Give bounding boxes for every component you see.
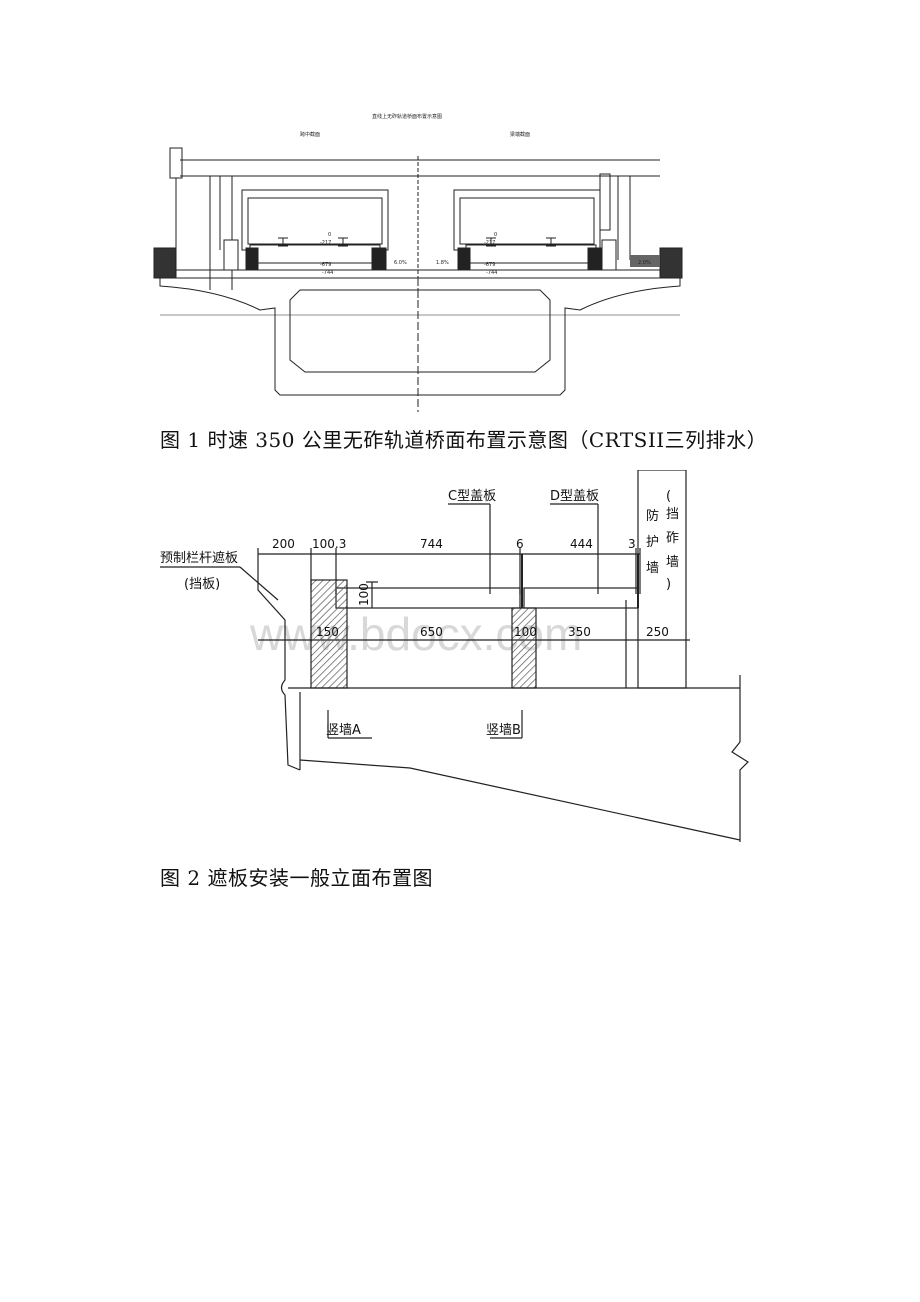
figure1-right-label: 梁端截面 (510, 131, 530, 138)
dim-350: 350 (568, 625, 591, 639)
level-679-right: -679 (484, 262, 495, 268)
guard-wall-char-7: 墙 (646, 561, 659, 576)
precast-panel-sublabel: (挡板) (184, 577, 220, 592)
dim-744: 744 (420, 537, 443, 551)
level-0-right: 0 (494, 232, 497, 238)
level-744-left: -744 (322, 270, 333, 276)
dim-150: 150 (316, 625, 339, 639)
dim-650: 650 (420, 625, 443, 639)
guard-wall-char-4: 砟 (666, 531, 679, 546)
c-plate-label: C型盖板 (448, 489, 496, 504)
guard-wall-char-2: 挡 (666, 507, 679, 522)
dim-6: 6 (516, 537, 524, 551)
guard-wall-char-3: 防 (646, 508, 659, 524)
guard-wall-char-5: 护 (646, 535, 659, 550)
guard-wall-char-6: 墙 (666, 555, 679, 570)
wall-b-label: 竖墙B (486, 723, 521, 738)
guard-wall-char-8: ) (666, 577, 671, 592)
cover-plate-elevation-figure: www.bdocx.com (160, 470, 749, 842)
slope-mid: 1.8% (436, 260, 449, 266)
figure1-caption: 图 1 时速 350 公里无砟轨道桥面布置示意图（CRTSII三列排水） (160, 428, 768, 452)
slope-left: 6.0% (394, 260, 407, 266)
dim-3: 3 (628, 537, 636, 551)
level-679-left: -679 (320, 262, 331, 268)
d-plate-label: D型盖板 (550, 489, 599, 504)
dim-100-height: 100 (357, 583, 371, 606)
precast-panel-label: 预制栏杆遮板 (160, 550, 238, 566)
figure2-caption: 图 2 遮板安装一般立面布置图 (160, 866, 433, 890)
figure1-left-label: 跨中截面 (300, 131, 320, 138)
level-0-left: 0 (328, 232, 331, 238)
bridge-deck-cross-section-figure: 直线上无砟轨道桥面布置示意图 跨中截面 梁端截面 (153, 113, 683, 412)
dim-444: 444 (570, 537, 593, 551)
slope-right: 2.0% (638, 260, 651, 266)
level-217-right: -217 (484, 240, 495, 246)
dim-100-b: 100 (514, 625, 537, 639)
dim-100-3: 100.3 (312, 537, 346, 551)
figure1-title: 直线上无砟轨道桥面布置示意图 (372, 113, 442, 120)
dim-250: 250 (646, 625, 669, 639)
wall-a-label: 竖墙A (326, 723, 361, 738)
level-744-right: -744 (486, 270, 497, 276)
level-217-left: -217 (320, 240, 331, 246)
dim-200: 200 (272, 537, 295, 551)
guard-wall-char-1: ( (666, 489, 671, 504)
